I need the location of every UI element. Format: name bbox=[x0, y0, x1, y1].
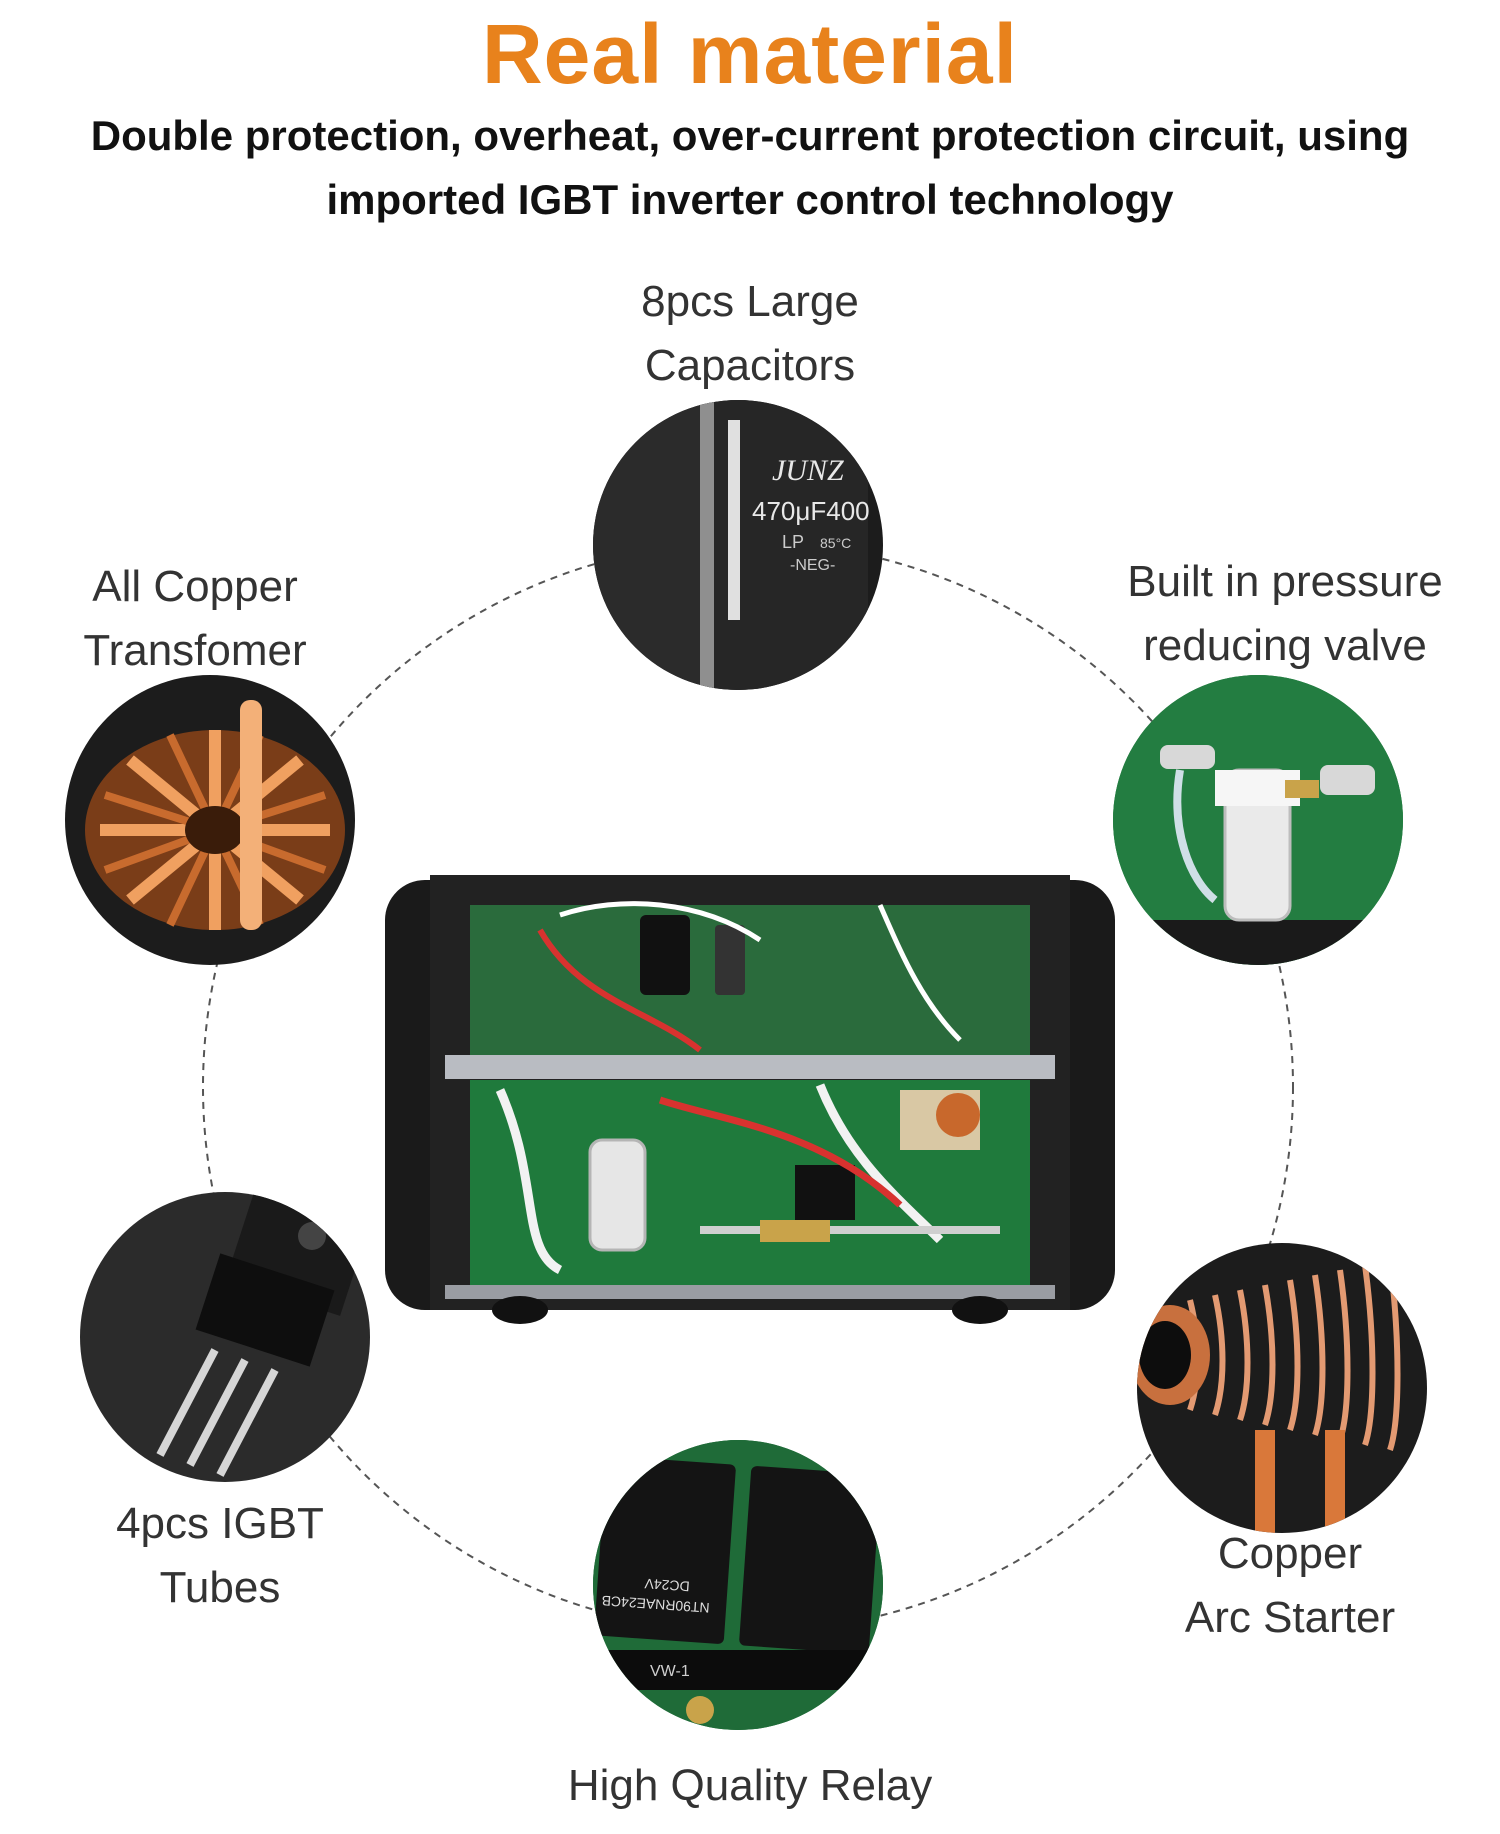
page-title: Real material bbox=[482, 7, 1018, 101]
arc-starter-label-line-1: Copper bbox=[1217, 1529, 1363, 1578]
subtitle-line-1: Double protection, overheat, over-curren… bbox=[90, 112, 1410, 159]
capacitor-series-text: LP bbox=[782, 532, 804, 552]
capacitor-brand-text: JUNZ bbox=[772, 454, 844, 487]
transformer-label-line-2: Transfomer bbox=[83, 626, 307, 675]
subtitle-line-2: imported IGBT inverter control technolog… bbox=[326, 176, 1174, 223]
igbt-label: 4pcs IGBT Tubes bbox=[70, 1492, 370, 1620]
igbt-image bbox=[80, 1192, 370, 1482]
valve-label: Built in pressure reducing valve bbox=[1090, 550, 1480, 678]
page-subtitle: Double protection, overheat, over-curren… bbox=[20, 104, 1480, 232]
cable-mark-text: VW-1 bbox=[650, 1663, 690, 1680]
arc-starter-label-line-2: Arc Starter bbox=[1184, 1593, 1396, 1642]
capacitor-polarity-text: -NEG- bbox=[790, 557, 835, 574]
capacitors-label-line-2: Capacitors bbox=[644, 341, 856, 390]
igbt-label-line-2: Tubes bbox=[159, 1563, 281, 1612]
capacitors-label-line-1: 8pcs Large bbox=[641, 277, 859, 326]
igbt-label-line-1: 4pcs IGBT bbox=[116, 1499, 324, 1548]
relay-model-text: NT90RNAE24CB bbox=[601, 1593, 710, 1617]
valve-label-line-2: reducing valve bbox=[1143, 621, 1427, 670]
arc-starter-label: Copper Arc Starter bbox=[1140, 1522, 1440, 1650]
capacitor-temp-text: 85°C bbox=[820, 535, 851, 551]
pressure-valve-image bbox=[1113, 675, 1403, 965]
relay-voltage-text: DC24V bbox=[643, 1576, 690, 1595]
relay-image: NT90RNAE24CB DC24V VW-1 bbox=[593, 1440, 883, 1730]
transformer-image bbox=[65, 675, 355, 965]
capacitors-image: JUNZ 470μF400 LP 85°C -NEG- bbox=[593, 400, 883, 690]
capacitors-label: 8pcs Large Capacitors bbox=[540, 270, 960, 398]
arc-starter-image bbox=[1137, 1243, 1427, 1533]
transformer-label-line-1: All Copper bbox=[92, 562, 298, 611]
relay-label: High Quality Relay bbox=[520, 1754, 980, 1818]
transformer-label: All Copper Transfomer bbox=[40, 555, 350, 683]
valve-label-line-1: Built in pressure bbox=[1127, 557, 1443, 606]
relay-label-line-1: High Quality Relay bbox=[567, 1761, 933, 1810]
capacitor-rating-text: 470μF400 bbox=[752, 496, 870, 526]
welder-machine-image bbox=[385, 875, 1115, 1324]
